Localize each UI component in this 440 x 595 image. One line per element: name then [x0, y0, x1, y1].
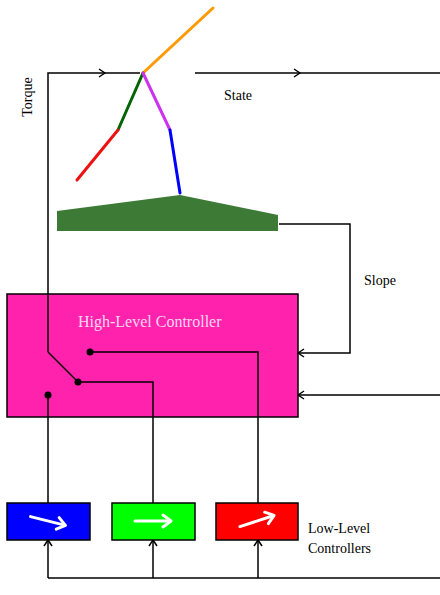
block-group-label: Low-Level Controllers: [308, 519, 392, 559]
controller-box: High-Level Controller: [7, 294, 298, 417]
signal-label: Slope: [364, 271, 396, 291]
slope-shape: [57, 195, 278, 231]
signal-label: Torque: [18, 77, 38, 116]
biped-robot: [77, 8, 213, 193]
low-level-blocks: [7, 503, 298, 540]
slope-arrows: [29, 510, 276, 533]
arrow-heads: [44, 69, 304, 546]
signal-wires: [48, 73, 440, 578]
controller-title: High-Level Controller: [78, 312, 222, 332]
signal-label: State: [224, 86, 252, 106]
switch-contacts: [45, 349, 94, 399]
